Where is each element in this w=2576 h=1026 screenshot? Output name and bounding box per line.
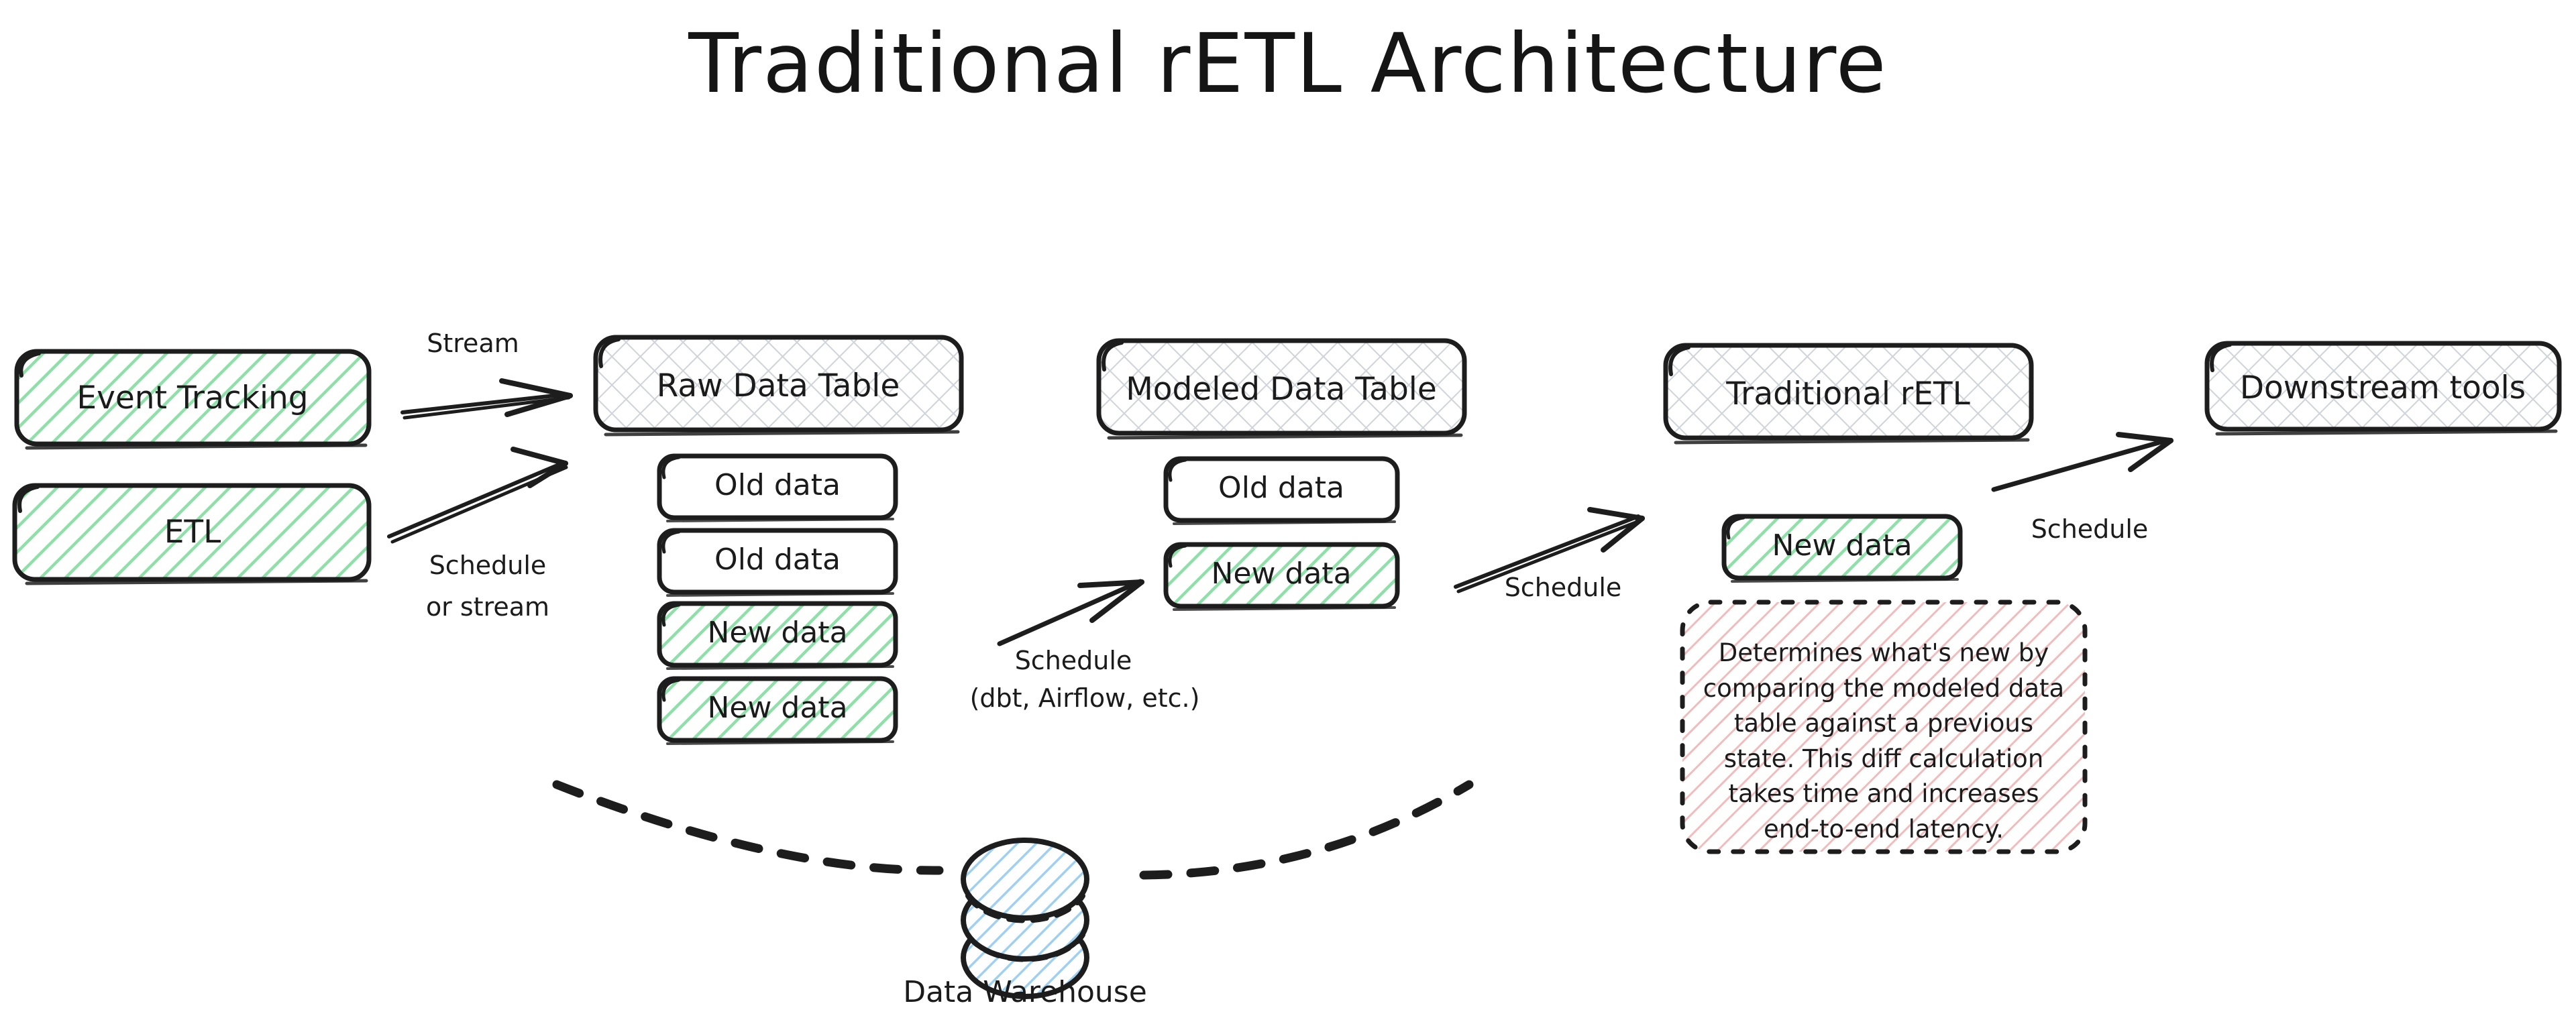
edge-label-schedule-or-stream-line2: or stream	[425, 592, 550, 622]
row-raw-old-2[interactable]	[657, 528, 898, 597]
warehouse-curve-left	[552, 780, 944, 875]
group-raw-data-table[interactable]	[593, 335, 964, 437]
source-box-label-etl: ETL	[164, 514, 221, 551]
row-retl-new-1[interactable]	[1721, 514, 1963, 583]
note-line-5: takes time and increases	[1728, 779, 2039, 809]
source-box-etl[interactable]	[12, 483, 372, 585]
data-warehouse-label: Data Warehouse	[903, 975, 1147, 1009]
arrow-stream	[400, 378, 573, 420]
note-line-3: table against a previous	[1733, 709, 2034, 738]
row-label-raw-new-2: New data	[707, 691, 848, 725]
note-line-6: end-to-end latency.	[1763, 814, 2004, 844]
row-raw-old-1[interactable]	[657, 453, 898, 522]
arrow-schedule-downstream	[1991, 432, 2174, 492]
group-traditional-retl[interactable]	[1663, 343, 2034, 445]
row-label-modeled-old-1: Old data	[1218, 471, 1344, 505]
edge-label-schedule-retl: Schedule	[1504, 573, 1622, 602]
group-modeled-data-table[interactable]	[1096, 338, 1467, 440]
row-raw-new-1[interactable]	[657, 601, 898, 670]
note-line-4: state. This diff calculation	[1723, 744, 2044, 773]
edge-label-schedule-or-stream-line1: Schedule	[429, 551, 547, 580]
note-line-1: Determines what's new by	[1718, 638, 2049, 667]
group-header-downstream-tools: Downstream tools	[2239, 369, 2526, 406]
page-title: Traditional rETL Architecture	[688, 16, 1888, 111]
row-label-retl-new-1: New data	[1772, 528, 1913, 563]
arrow-schedule-retl	[1454, 507, 1645, 593]
source-box-label-event-tracking: Event Tracking	[76, 380, 309, 416]
group-header-raw-data-table: Raw Data Table	[656, 367, 900, 404]
row-label-raw-old-2: Old data	[714, 543, 841, 577]
edge-label-stream: Stream	[427, 329, 519, 358]
edge-label-schedule-dbt-line2: (dbt, Airflow, etc.)	[969, 683, 1200, 713]
arrow-schedule-or-stream	[387, 447, 568, 544]
row-modeled-old-1[interactable]	[1163, 456, 1400, 525]
source-box-event-tracking[interactable]	[14, 349, 372, 450]
group-downstream-tools[interactable]	[2204, 341, 2562, 436]
edge-label-schedule-downstream: Schedule	[2031, 514, 2149, 544]
arrow-schedule-dbt	[997, 579, 1144, 646]
note-retl-diff	[1680, 600, 2088, 854]
row-label-raw-old-1: Old data	[714, 468, 841, 502]
row-modeled-new-1[interactable]	[1163, 542, 1400, 611]
database-cylinder-icon	[961, 838, 1089, 999]
note-line-2: comparing the modeled data	[1703, 673, 2065, 703]
group-header-modeled-data-table: Modeled Data Table	[1126, 371, 1437, 408]
warehouse-curve-right	[1139, 780, 1474, 880]
group-header-traditional-retl: Traditional rETL	[1726, 376, 1970, 412]
note-body: Determines what's new by comparing the m…	[1696, 636, 2072, 847]
row-raw-new-2[interactable]	[657, 676, 898, 745]
row-label-modeled-new-1: New data	[1211, 557, 1352, 591]
row-label-raw-new-1: New data	[707, 616, 848, 650]
edge-label-schedule-dbt-line1: Schedule	[1014, 646, 1132, 675]
